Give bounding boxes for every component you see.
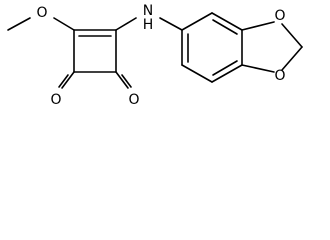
molecule-drawing: O N H O O O O bbox=[7, 3, 303, 108]
bond-ch2-o-bottom bbox=[281, 46, 303, 71]
bond-c2-nitrogen bbox=[115, 17, 137, 31]
atom-nitrogen-amine: N bbox=[143, 3, 153, 19]
bond-oxygen-c1 bbox=[53, 17, 75, 31]
bond-benzene-de bbox=[211, 64, 243, 83]
atom-oxygen-carbonyl-left: O bbox=[50, 92, 61, 108]
bonds bbox=[7, 12, 303, 89]
bond-c3-o-right-second bbox=[121, 74, 132, 88]
bond-c4-o-left bbox=[61, 71, 75, 89]
atom-oxygen-dioxole-top: O bbox=[274, 8, 285, 24]
bond-benzene-de-second bbox=[212, 60, 238, 76]
bond-methyl-oxygen bbox=[7, 17, 31, 31]
bond-benzene-bc-second bbox=[212, 19, 238, 35]
bond-benzene-o-top bbox=[241, 21, 275, 31]
bond-benzene-bc bbox=[211, 12, 243, 31]
bond-benzene-ab bbox=[181, 12, 213, 31]
bond-c3-o-right bbox=[115, 71, 129, 89]
atom-oxygen-carbonyl-right: O bbox=[128, 92, 139, 108]
bond-benzene-ef bbox=[181, 64, 213, 83]
bond-o-bottom-benzene bbox=[241, 64, 275, 73]
bond-c4-o-left-second bbox=[58, 74, 69, 88]
atom-labels: O N H O O O O bbox=[36, 3, 285, 108]
atom-hydrogen-amine: H bbox=[143, 17, 154, 33]
structure-diagram: O N H O O O O bbox=[0, 0, 330, 117]
bond-nitrogen-benzene bbox=[159, 17, 183, 31]
atom-oxygen-dioxole-bottom: O bbox=[274, 68, 285, 84]
atom-oxygen-methoxy: O bbox=[36, 5, 47, 21]
bond-o-top-ch2 bbox=[281, 23, 303, 48]
